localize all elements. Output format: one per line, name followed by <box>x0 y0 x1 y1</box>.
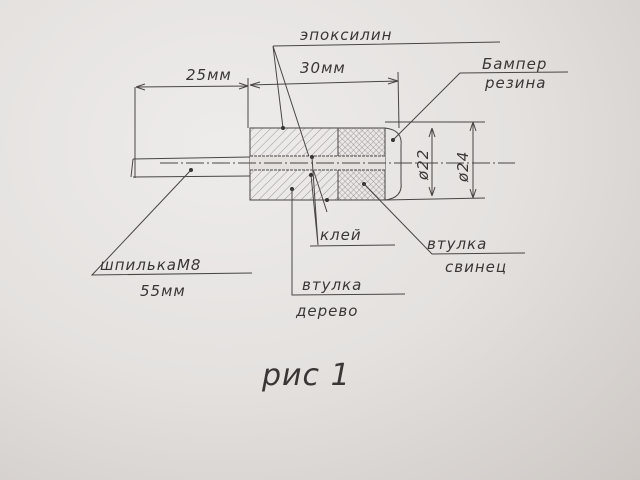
glue-callout: клей <box>309 156 396 247</box>
epoxy-label: эпоксилин <box>300 26 392 44</box>
bumper-label-2: резина <box>484 74 546 92</box>
dimension-25mm: 25мм <box>134 66 249 178</box>
diameter-22: ø22 <box>414 127 436 197</box>
dimension-30mm: 30мм <box>249 59 400 129</box>
figure-caption: рис 1 <box>261 358 351 393</box>
dia-24-label: ø24 <box>454 151 472 183</box>
dia-22-label: ø22 <box>414 149 432 181</box>
dim-25-label: 25мм <box>186 66 232 84</box>
wood-sleeve-label-1: втулка <box>302 276 362 294</box>
stud-label-2: 55мм <box>140 282 186 300</box>
glue-layer <box>250 155 385 171</box>
glue-label: клей <box>320 226 362 244</box>
bumper-label-1: Бампер <box>482 55 547 73</box>
stud-rod <box>130 156 251 178</box>
stud-callout: шпилькаМ8 55мм <box>90 169 253 300</box>
rubber-bumper <box>384 127 402 201</box>
bumper-callout: Бампер резина <box>392 55 569 141</box>
wood-sleeve-label-2: дерево <box>295 302 358 320</box>
diameter-24: ø24 <box>454 121 477 199</box>
lead-sleeve-label-1: втулка <box>427 235 487 253</box>
part-assembly <box>130 121 515 202</box>
dim-30-label: 30мм <box>300 59 346 77</box>
lead-sleeve-callout: втулка свинец <box>363 183 526 276</box>
wood-sleeve-callout: втулка дерево <box>291 189 406 320</box>
lead-sleeve-label-2: свинец <box>445 258 507 276</box>
stud-label-1: шпилькаМ8 <box>100 256 201 274</box>
